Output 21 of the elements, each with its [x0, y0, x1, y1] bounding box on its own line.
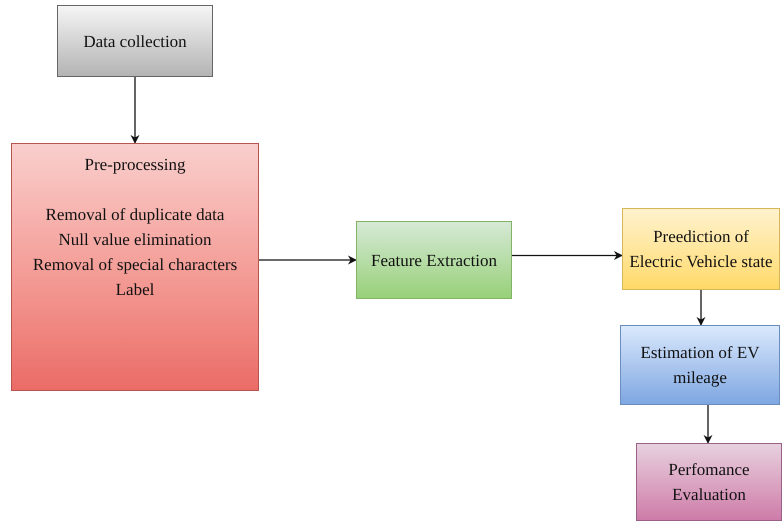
- arrow: [704, 405, 712, 444]
- box-label: Perfomance Evaluation: [667, 459, 751, 506]
- process-box: [620, 325, 780, 405]
- arrow: [696, 290, 706, 326]
- process-box: [636, 443, 782, 521]
- process-box: [57, 5, 213, 77]
- step-text: Null value elimination: [58, 229, 212, 251]
- process-box: [356, 221, 512, 299]
- step-text: Label: [116, 279, 154, 301]
- box-label: Preediction of Electric Vehicle state: [628, 226, 774, 273]
- box-label: Feature Extraction: [370, 250, 498, 272]
- step-text: Removal of special characters: [32, 254, 238, 276]
- arrow: [130, 77, 140, 144]
- process-box: [11, 143, 259, 391]
- box-label: Data collection: [83, 30, 187, 52]
- process-box: [622, 208, 780, 290]
- box-label: Estimation of EV mileage: [640, 342, 760, 389]
- box-heading: Pre-processing: [84, 154, 186, 176]
- arrow: [259, 256, 357, 264]
- step-text: Removal of duplicate data: [46, 204, 224, 226]
- arrow: [512, 251, 623, 260]
